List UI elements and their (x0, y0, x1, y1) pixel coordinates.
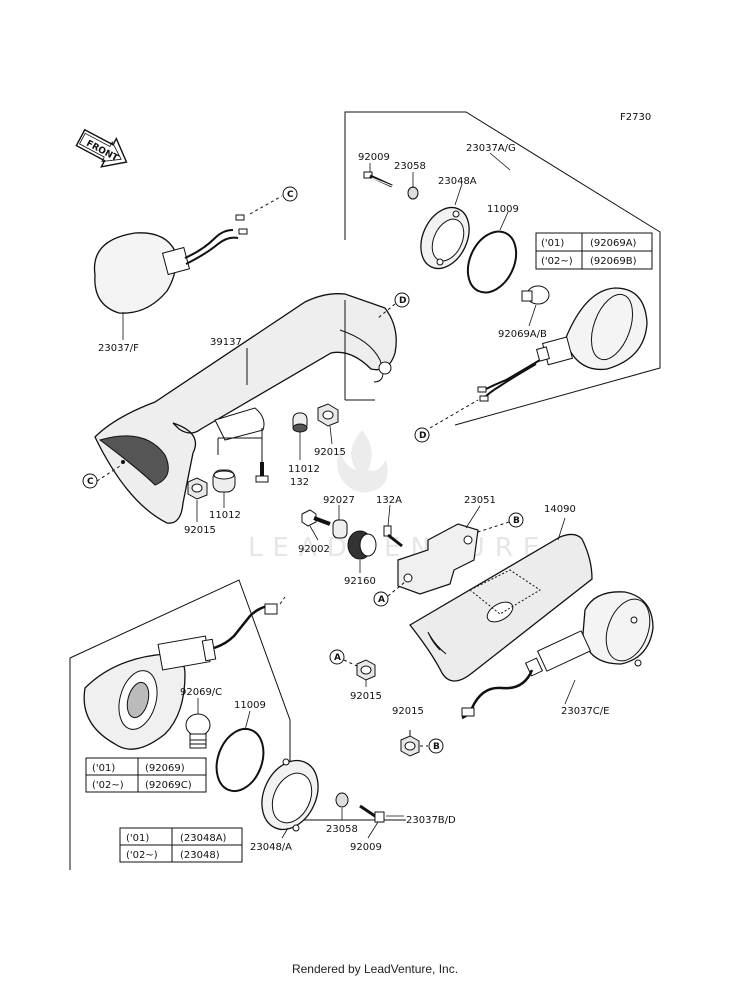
table-top-r0c0: ('01) (541, 238, 564, 249)
svg-text:B: B (433, 742, 440, 752)
label-11009-top: 11009 (487, 204, 519, 215)
svg-text:A: A (378, 595, 385, 605)
callout-d-right: D (414, 427, 430, 443)
label-11009-bottom: 11009 (234, 700, 266, 711)
label-11012-left: 11012 (209, 510, 241, 521)
grommet-92160 (347, 530, 377, 560)
table-mid-r1c0: ('02~) (92, 780, 124, 791)
callout-c-left: C (82, 465, 121, 489)
label-92027: 92027 (323, 495, 355, 506)
callout-a-bottom: A (329, 649, 358, 667)
table-mid-r0c0: ('01) (92, 763, 115, 774)
label-92002: 92002 (298, 544, 330, 555)
table-bottom-r0c0: ('01) (126, 833, 149, 844)
variant-table-mid: ('01) (92069) ('02~) (92069C) (85, 757, 207, 793)
svg-text:A: A (334, 653, 341, 663)
part-labels: 23037/F 39137 92009 23058 23037A/G 23048… (98, 143, 609, 853)
label-23051: 23051 (464, 495, 496, 506)
bulb-92069C (185, 713, 211, 749)
collar-92027 (332, 519, 348, 539)
callout-d-top: D (377, 292, 410, 319)
bolt-92002 (301, 509, 331, 527)
callout-c-top: C (282, 186, 298, 202)
svg-text:D: D (419, 431, 426, 441)
collar-11012-left (212, 469, 236, 493)
bracket-39137 (94, 293, 397, 524)
callout-b-top: B (477, 512, 524, 533)
lens-23048A-bottom (261, 758, 319, 832)
label-23037AG: 23037A/G (466, 143, 516, 154)
label-92009-top: 92009 (358, 152, 390, 163)
group-outline-bottom (69, 579, 406, 870)
washer-23058-bottom (335, 792, 349, 808)
label-23048A-bottom: 23048/A (250, 842, 292, 853)
label-92009-bottom: 92009 (350, 842, 382, 853)
table-bottom-r1c1: (23048) (180, 850, 220, 861)
washer-23058-top (407, 186, 419, 200)
gasket-11009-top (466, 230, 518, 294)
lens-23048A-top (420, 206, 470, 270)
variant-table-bottom: ('01) (23048A) ('02~) (23048) (119, 827, 243, 863)
signal-housing-rear-right (461, 591, 654, 720)
signal-housing-rear-left (83, 603, 278, 750)
signal-housing-left (93, 214, 248, 314)
nut-92015-lower (356, 659, 376, 681)
label-23058-bottom: 23058 (326, 824, 358, 835)
bulb-92069AB (521, 285, 550, 305)
label-92015-mid: 92015 (314, 447, 346, 458)
front-arrow: FRONT (75, 128, 128, 168)
svg-text:B: B (513, 516, 520, 526)
group-outline-top (344, 111, 661, 426)
label-14090: 14090 (544, 504, 576, 515)
label-92069AB: 92069A/B (498, 329, 547, 340)
watermark-text: LEADVENTURE (248, 533, 549, 563)
bolt-132 (255, 462, 269, 483)
table-top-r1c0: ('02~) (541, 256, 573, 267)
label-92015-left: 92015 (184, 525, 216, 536)
table-bottom-r1c0: ('02~) (126, 850, 158, 861)
signal-housing-right (477, 287, 648, 402)
callout-a-top: A (373, 581, 406, 607)
label-92069C: 92069/C (180, 687, 222, 698)
label-92015-bottom: 92015 (392, 706, 424, 717)
bracket-23051 (397, 523, 479, 595)
nut-92015-mid (317, 403, 339, 427)
svg-text:D: D (399, 296, 406, 306)
leader-lines (122, 152, 576, 839)
nut-92015-left (187, 477, 208, 500)
table-bottom-r0c1: (23048A) (180, 833, 227, 844)
gasket-11009-bottom (215, 728, 265, 792)
table-mid-r0c1: (92069) (145, 763, 185, 774)
callout-b-bottom: B (428, 738, 444, 754)
label-132: 132 (290, 477, 309, 488)
svg-text:C: C (287, 190, 294, 200)
label-132A: 132A (376, 495, 402, 506)
svg-text:C: C (87, 477, 94, 487)
bolt-132A (383, 525, 403, 548)
label-92015-lower: 92015 (350, 691, 382, 702)
screw-92009-top (363, 171, 393, 188)
table-top-r0c1: (92069A) (590, 238, 637, 249)
fender-14090 (409, 533, 593, 682)
label-23037F: 23037/F (98, 343, 139, 354)
label-23048A-top: 23048A (438, 176, 477, 187)
label-23037BD: 23037B/D (406, 815, 456, 826)
figure-code: F2730 (620, 112, 651, 123)
table-top-r1c1: (92069B) (590, 256, 637, 267)
screw-92009-bottom (359, 804, 385, 823)
label-92160: 92160 (344, 576, 376, 587)
label-39137: 39137 (210, 337, 242, 348)
label-23058-top: 23058 (394, 161, 426, 172)
variant-table-top: ('01) (92069A) ('02~) (92069B) (535, 232, 653, 270)
footer-credit: Rendered by LeadVenture, Inc. (291, 962, 459, 976)
nut-92015-bottom (400, 735, 420, 757)
collar-11012-mid (292, 412, 308, 433)
table-mid-r1c1: (92069C) (145, 780, 192, 791)
label-23037CE: 23037C/E (561, 706, 609, 717)
label-11012-mid: 11012 (288, 464, 320, 475)
